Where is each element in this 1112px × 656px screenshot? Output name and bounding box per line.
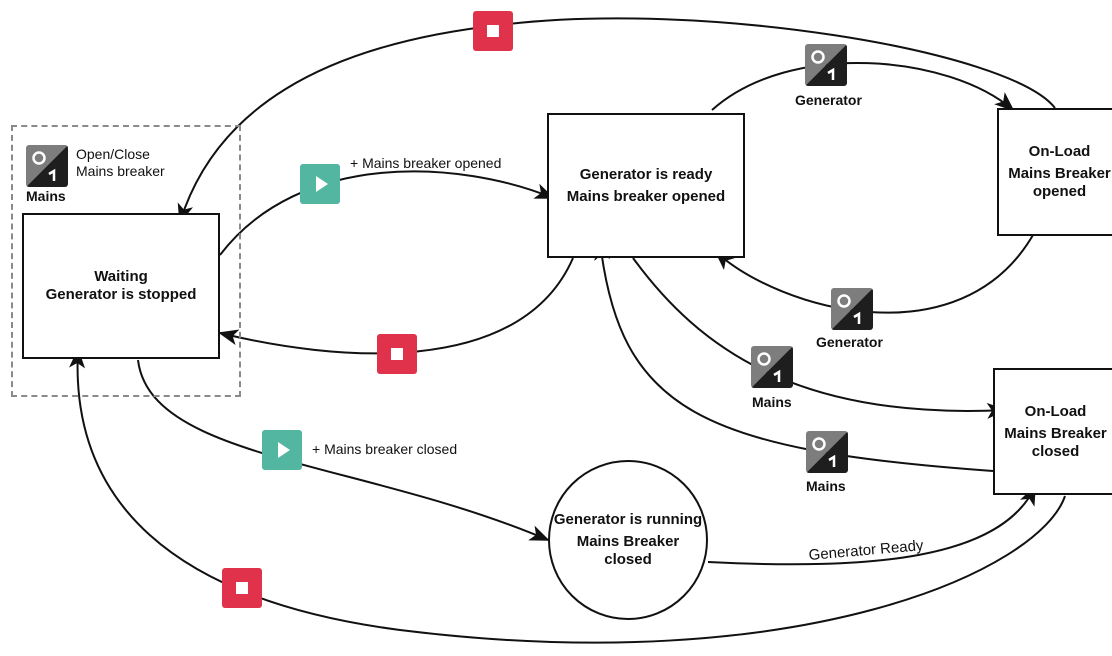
mains-control-group [11, 125, 241, 397]
state-ready-line1: Generator is ready [579, 165, 713, 183]
state-onload-closed: On-Load Mains Breaker closed [993, 368, 1112, 495]
play-icon[interactable] [262, 430, 302, 470]
state-generator-ready: Generator is ready Mains breaker opened [547, 113, 745, 258]
label-mains-1: Mains [752, 394, 792, 410]
state-onload-open-line3: opened [1032, 183, 1087, 200]
arrow-onload-closed-to-waiting [69, 348, 1066, 644]
legend-line1: Open/Close [76, 146, 150, 162]
state-onload-open-line1: On-Load [1028, 143, 1091, 160]
state-onload-closed-line3: closed [1031, 442, 1080, 460]
state-onload-closed-line1: On-Load [1024, 402, 1087, 420]
arrow-waiting-to-ready [219, 170, 555, 256]
arrow-ready-to-onload-open [711, 61, 1015, 112]
state-waiting: Waiting Generator is stopped [22, 213, 220, 359]
state-generator-running: Generator is running Mains Breaker close… [548, 460, 708, 620]
stop-icon[interactable] [377, 334, 417, 374]
arrow-onload-to-waiting [177, 17, 1056, 224]
state-running-line1: Generator is running [553, 511, 703, 528]
stop-icon[interactable] [473, 11, 513, 51]
breaker-switch-icon[interactable] [26, 145, 68, 187]
play-icon[interactable] [300, 164, 340, 204]
breaker-switch-icon[interactable] [806, 431, 848, 473]
state-onload-opened: On-Load Mains Breaker opened [997, 108, 1112, 236]
label-start-mains-closed: + Mains breaker closed [312, 441, 458, 457]
arrow-ready-to-waiting [218, 257, 574, 355]
breaker-switch-icon[interactable] [831, 288, 873, 330]
legend-caption: Mains [26, 188, 66, 204]
breaker-switch-icon[interactable] [751, 346, 793, 388]
arrow-onload-closed-to-ready [594, 240, 994, 472]
legend-line2: Mains breaker [76, 163, 165, 179]
state-ready-line2: Mains breaker opened [566, 187, 726, 205]
state-running-line2: Mains Breaker [576, 533, 680, 550]
state-onload-closed-line2: Mains Breaker [1004, 424, 1107, 442]
arrow-running-to-onload-closed [707, 485, 1036, 566]
state-running-line3: closed [604, 551, 652, 568]
state-waiting-line1: Waiting [94, 268, 148, 285]
breaker-switch-icon[interactable] [805, 44, 847, 86]
label-generator-ready: Generator Ready [808, 537, 925, 564]
label-mains-2: Mains [806, 478, 846, 494]
label-generator-bottom: Generator [816, 334, 883, 350]
arrow-onload-open-to-ready [714, 234, 1034, 314]
state-waiting-line2: Generator is stopped [45, 286, 197, 303]
stop-icon[interactable] [222, 568, 262, 608]
label-generator-top: Generator [795, 92, 862, 108]
label-start-mains-opened: + Mains breaker opened [350, 155, 502, 171]
state-onload-open-line2: Mains Breaker [1008, 165, 1111, 182]
